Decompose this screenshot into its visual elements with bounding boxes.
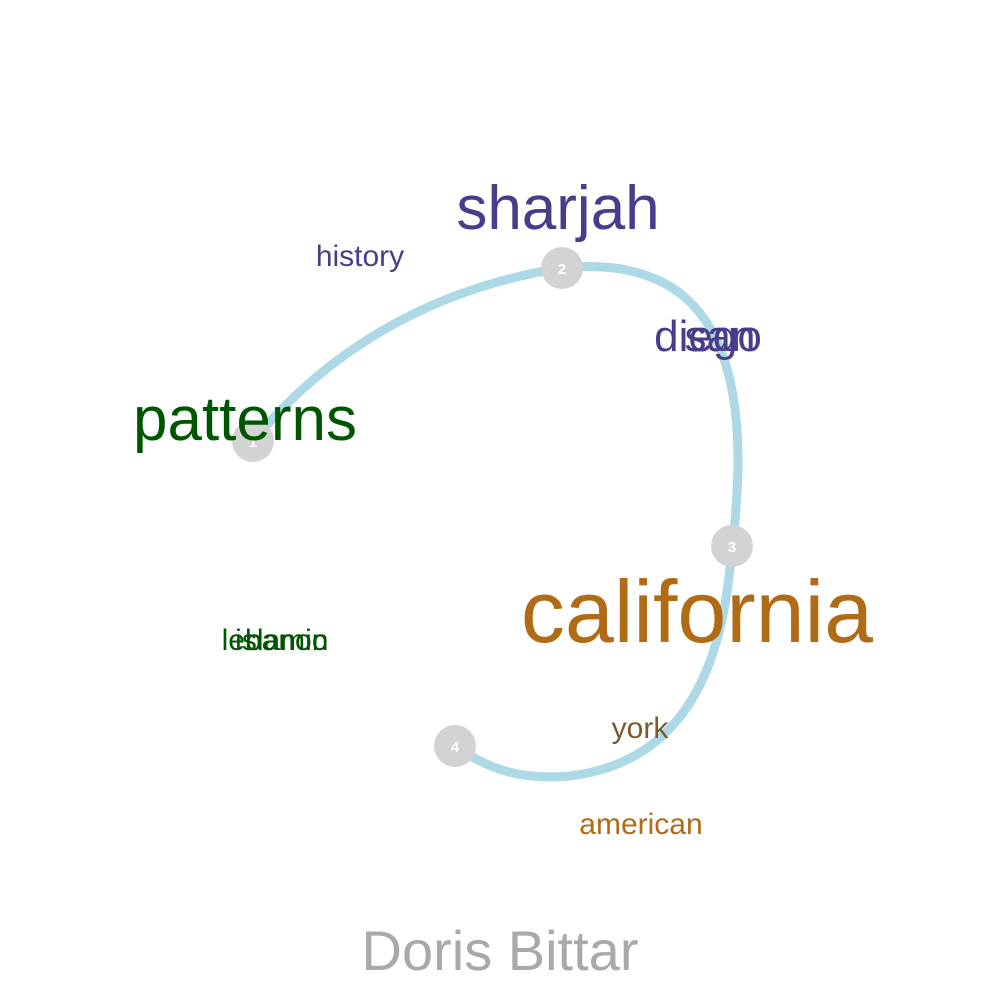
word-patterns: patterns xyxy=(133,385,357,454)
word-california: california xyxy=(521,562,873,661)
author-name: Doris Bittar xyxy=(362,919,639,982)
word-lebanon: lebanon xyxy=(222,624,329,657)
node-2-label: 2 xyxy=(558,261,566,278)
word-history: history xyxy=(316,240,404,273)
node-4: 4 xyxy=(434,725,476,767)
word-american: american xyxy=(579,808,702,841)
node-2: 2 xyxy=(541,247,583,289)
node-3: 3 xyxy=(711,525,753,567)
word-diego: diego xyxy=(654,312,762,361)
word-york: york xyxy=(612,712,670,745)
node-4-label: 4 xyxy=(451,739,460,756)
word-islamic: islamic xyxy=(235,624,327,657)
word-san: san xyxy=(685,312,756,361)
node-1-label: 1 xyxy=(249,434,257,451)
node-4-circle xyxy=(434,725,476,767)
node-1: 1 xyxy=(232,420,274,462)
word-sharjah: sharjah xyxy=(456,174,659,243)
trajectory-path xyxy=(248,262,743,782)
node-3-label: 3 xyxy=(728,539,736,556)
node-1-circle xyxy=(232,420,274,462)
node-3-circle xyxy=(711,525,753,567)
node-2-circle xyxy=(541,247,583,289)
